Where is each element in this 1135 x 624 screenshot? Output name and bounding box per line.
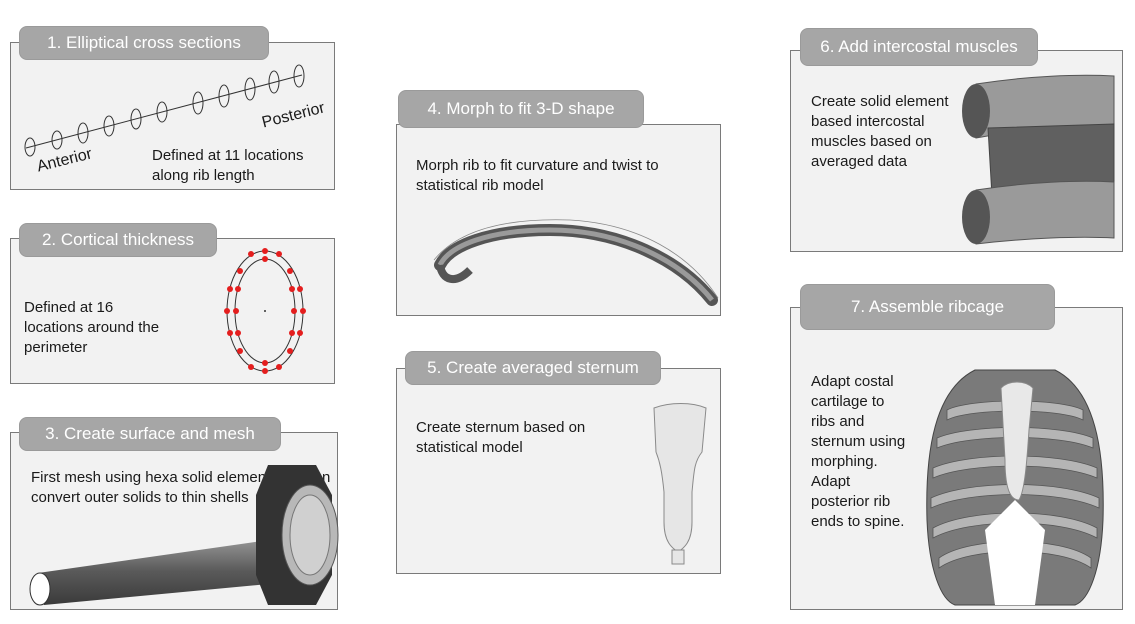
- step-3-body: First mesh using hexa solid elements → t…: [31, 469, 331, 506]
- morphed-rib-diagram: [433, 219, 719, 306]
- step-6-body: Create solid element based intercostal m…: [811, 93, 949, 170]
- step-7-body: Adapt costal cartilage to ribs and stern…: [811, 373, 906, 530]
- step-2-body: Defined at 16 locations around the perim…: [24, 299, 160, 356]
- step-3-title: 3. Create surface and mesh: [19, 417, 281, 451]
- step-1-title: 1. Elliptical cross sections: [19, 26, 269, 60]
- elliptical-cross-sections-diagram: [24, 64, 305, 157]
- step-1-panel: [10, 42, 335, 190]
- rib-mesh-diagram: [29, 465, 339, 606]
- step-2-title: 2. Cortical thickness: [19, 223, 217, 257]
- sternum-diagram: [653, 403, 707, 565]
- step-5-body: Create sternum based on statistical mode…: [416, 419, 586, 456]
- intercostal-muscles-diagram: [962, 74, 1115, 245]
- ribcage-diagram: [926, 369, 1104, 606]
- step-4-title: 4. Morph to fit 3-D shape: [398, 90, 644, 128]
- step-5-title: 5. Create averaged sternum: [405, 351, 661, 385]
- step-4-body: Morph rib to fit curvature and twist to …: [416, 157, 659, 194]
- step-6-title: 6. Add intercostal muscles: [800, 28, 1038, 66]
- step-2-panel: [10, 238, 335, 384]
- cortical-thickness-diagram: [224, 248, 306, 374]
- step-7-title: 7. Assemble ribcage: [800, 284, 1055, 330]
- step-1-body: Defined at 11 locations along rib length: [152, 147, 304, 184]
